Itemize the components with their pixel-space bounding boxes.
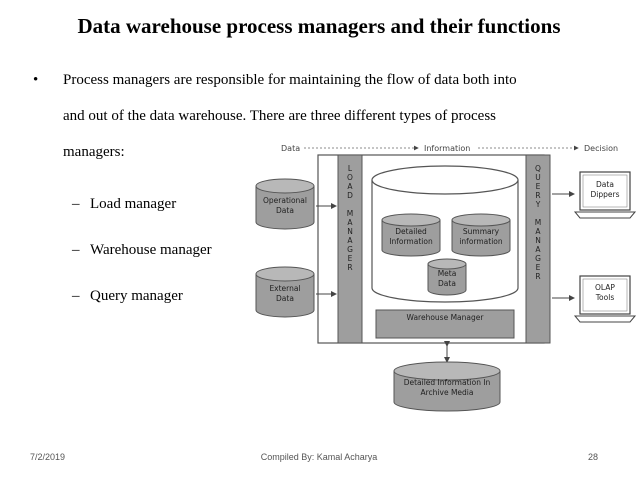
load-letter: N [347,227,353,236]
external-data-cylinder: External Data [255,266,315,318]
sub-bullet-label: Warehouse manager [90,242,212,258]
warehouse-manager-bar [375,309,515,339]
bullet-symbol: • [33,72,39,88]
load-letter: M [347,209,353,218]
bullet-item: • Process managers are responsible for m… [33,62,613,170]
sub-bullet-load-manager: –Load manager [72,196,176,213]
query-letter: U [535,173,541,182]
sub-bullet-label: Load manager [90,196,177,212]
archive-media-label: Archive Media [421,388,474,397]
meta-data-label: Data [438,279,456,288]
query-letter: M [535,218,541,227]
footer-page-number: 28 [588,452,599,462]
archive-media-cylinder: Detailed Information In Archive Media [393,361,501,412]
query-letter: Y [535,200,541,209]
footer-date: 7/2/2019 [30,452,66,462]
load-letter: A [347,182,353,191]
dash: – [72,242,80,258]
detailed-information-cylinder: Detailed Information [381,213,441,257]
detailed-information-label: Detailed [395,227,427,236]
query-letter: A [535,245,541,254]
data-dippers-label: Dippers [591,190,620,199]
query-letter: R [535,272,540,281]
detailed-information-label: Information [389,237,433,246]
load-letter: D [347,191,353,200]
query-letter: E [536,263,541,272]
archive-media-label: Detailed Information In [404,378,491,387]
summary-information-label: information [459,237,503,246]
data-dippers-label: Data [596,180,614,189]
footer-credit: Compiled By: Kamal Acharya [260,452,378,462]
query-manager-column [525,154,551,344]
summary-information-cylinder: Summary information [451,213,511,257]
load-letter: E [348,254,353,263]
warehouse-manager-label: Warehouse Manager [407,313,485,322]
query-letter: R [535,191,540,200]
olap-tools-label: Tools [595,293,615,302]
slide-title: Data warehouse process managers and thei… [77,14,561,38]
diagram-frame [317,154,545,344]
summary-information-label: Summary [463,227,500,236]
query-letter: E [536,182,541,191]
load-letter: G [347,245,353,254]
meta-data-cylinder: Meta Data [427,258,467,296]
external-data-label: External [269,284,300,293]
dash: – [72,196,80,212]
bullet-line-2: and out of the data warehouse. There are… [63,108,497,124]
query-letter: A [535,227,541,236]
operational-data-label: Data [276,206,294,215]
query-letter: G [535,254,541,263]
query-letter: N [535,236,541,245]
load-letter: O [347,173,353,182]
olap-tools-terminal: OLAP Tools [573,275,637,323]
operational-data-cylinder: Operational Data [255,178,315,230]
load-letter: A [347,236,353,245]
load-manager-column [337,154,363,344]
data-dippers-terminal: Data Dippers [573,171,637,219]
sub-bullet-query-manager: –Query manager [72,288,183,305]
sub-bullet-label: Query manager [90,288,183,304]
external-data-label: Data [276,294,294,303]
warehouse-cylinder [371,165,519,303]
operational-data-label: Operational [263,196,307,205]
bullet-line-1: Process managers are responsible for mai… [63,72,517,88]
bullet-line-3: managers: [63,144,125,160]
dash: – [72,288,80,304]
olap-tools-label: OLAP [595,283,615,292]
load-letter: A [347,218,353,227]
load-letter: R [347,263,352,272]
sub-bullet-warehouse-manager: –Warehouse manager [72,242,212,259]
meta-data-label: Meta [438,269,457,278]
